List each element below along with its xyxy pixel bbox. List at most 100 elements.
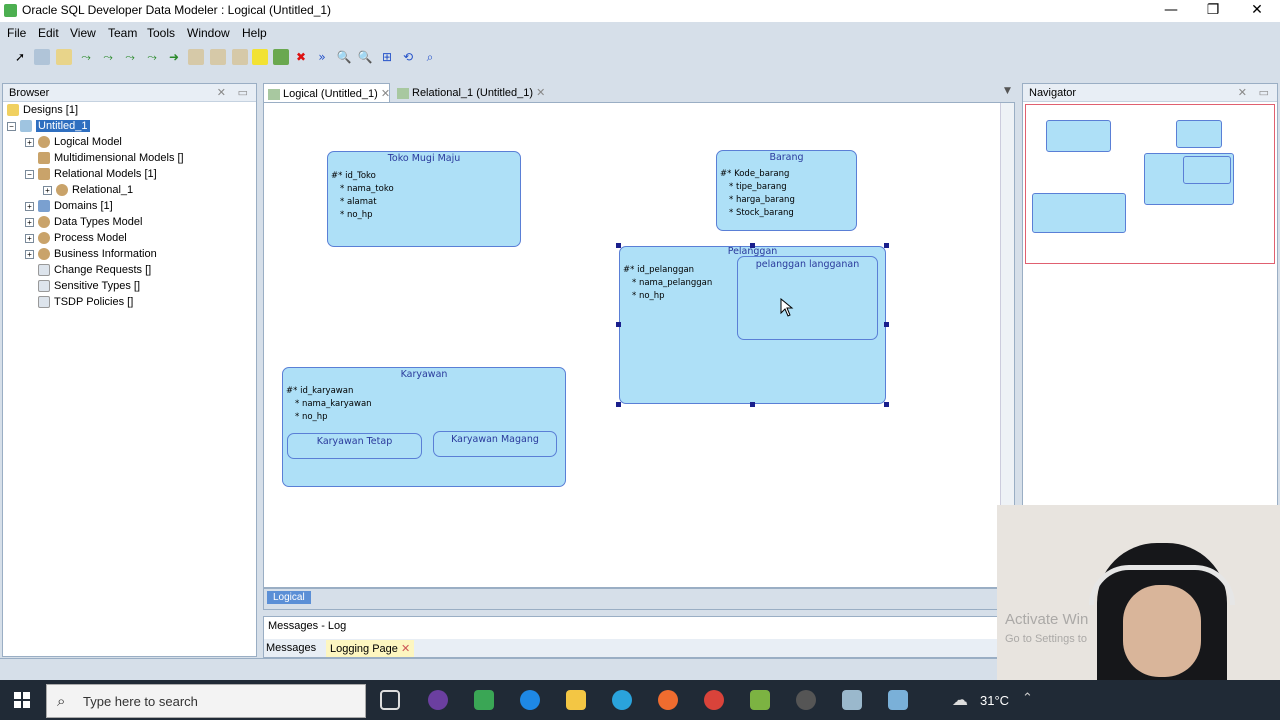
resize-handle[interactable] — [616, 243, 621, 248]
navigator-close-icon[interactable]: ✕ — [1237, 87, 1247, 99]
layout-icon[interactable]: ⟲ — [402, 50, 414, 64]
entity-pelanggan[interactable]: Pelanggan #* id_pelanggan * nama_pelangg… — [619, 246, 886, 404]
firefox-icon[interactable] — [658, 690, 678, 710]
arrow-icon[interactable]: ➜ — [168, 50, 180, 64]
tab-list-icon[interactable]: ▼ — [1004, 86, 1011, 96]
subtype-pelanggan-langganan[interactable]: pelanggan langganan — [737, 256, 878, 340]
menu-team[interactable]: Team — [108, 26, 138, 40]
menu-window[interactable]: Window — [187, 26, 230, 40]
expand-icon[interactable]: + — [25, 201, 34, 211]
app-icon — [4, 4, 17, 17]
menu-view[interactable]: View — [70, 26, 96, 40]
subtype-karyawan-tetap[interactable]: Karyawan Tetap — [287, 433, 422, 459]
tree-logical-model[interactable]: +Logical Model — [25, 136, 122, 152]
chrome-icon[interactable] — [704, 690, 724, 710]
weather-icon[interactable]: ☁ — [952, 690, 968, 709]
expand-icon[interactable]: + — [43, 185, 52, 195]
temperature: 31°C — [980, 693, 1010, 708]
relation-mn-icon[interactable]: ⤳ — [125, 50, 135, 64]
resize-handle[interactable] — [884, 322, 889, 327]
resize-handle[interactable] — [750, 243, 755, 248]
data-modeler-icon[interactable] — [842, 690, 862, 710]
android-icon[interactable] — [750, 690, 770, 710]
resize-handle[interactable] — [750, 402, 755, 407]
tree-multidimensional[interactable]: Multidimensional Models [] — [25, 152, 184, 168]
tree-untitled[interactable]: −Untitled_1 — [7, 120, 90, 136]
telegram-icon[interactable] — [612, 690, 632, 710]
fit-screen-icon[interactable]: ⊞ — [381, 50, 393, 64]
comment-icon[interactable] — [252, 49, 268, 65]
edge-icon[interactable] — [520, 690, 540, 710]
tree-tsdp-policies[interactable]: TSDP Policies [] — [25, 296, 133, 312]
relation-1n-icon[interactable]: ⤳ — [81, 50, 91, 64]
tab-close-icon[interactable]: ✕ — [536, 87, 546, 99]
tree-designs[interactable]: Designs [1] — [7, 104, 78, 120]
browser-minimize-icon[interactable]: ▭ — [237, 87, 248, 99]
tree-domains[interactable]: +Domains [1] — [25, 200, 113, 216]
zoom-out-icon[interactable]: 🔍 — [357, 50, 373, 64]
new-view-icon[interactable] — [56, 49, 72, 65]
taskbar-search[interactable]: ⌕ Type here to search — [46, 684, 366, 718]
expand-icon[interactable]: + — [25, 137, 34, 147]
tree-process-model[interactable]: +Process Model — [25, 232, 127, 248]
close-button[interactable]: ✕ — [1251, 2, 1263, 18]
app-icon[interactable] — [474, 690, 494, 710]
engineer-icon[interactable]: » — [318, 50, 326, 64]
thumb-entity — [1046, 120, 1111, 152]
resize-handle[interactable] — [616, 322, 621, 327]
collapse-icon[interactable]: − — [7, 121, 16, 131]
menu-file[interactable]: File — [7, 26, 27, 40]
menu-edit[interactable]: Edit — [38, 26, 59, 40]
app-icon[interactable] — [888, 690, 908, 710]
delete-icon[interactable]: ✖ — [295, 50, 307, 64]
entity-toko[interactable]: Toko Mugi Maju #* id_Toko * nama_toko * … — [327, 151, 521, 247]
github-icon[interactable] — [428, 690, 448, 710]
tree-change-requests[interactable]: Change Requests [] — [25, 264, 151, 280]
tab-logical-bottom[interactable]: Logical — [267, 591, 311, 604]
arc-icon[interactable] — [210, 49, 226, 65]
task-view-icon[interactable] — [380, 690, 400, 710]
expand-icon[interactable]: + — [25, 233, 34, 243]
tree-business-info[interactable]: +Business Information — [25, 248, 157, 264]
tree-relational-models[interactable]: −Relational Models [1] — [25, 168, 157, 184]
tab-close-icon[interactable]: ✕ — [380, 88, 391, 100]
subtype-karyawan-magang[interactable]: Karyawan Magang — [433, 431, 557, 457]
navigator-viewport[interactable] — [1025, 104, 1275, 264]
windows-start-icon[interactable] — [14, 692, 30, 708]
tab-logical[interactable]: Logical (Untitled_1) ✕ — [263, 83, 390, 103]
find-icon[interactable]: ⌕ — [426, 50, 434, 64]
tree-data-types[interactable]: +Data Types Model — [25, 216, 142, 232]
tab-logging-page[interactable]: Logging Page ✕ — [326, 640, 415, 657]
entity-karyawan[interactable]: Karyawan #* id_karyawan * nama_karyawan … — [282, 367, 566, 487]
browser-header: Browser ✕ ▭ — [3, 84, 256, 102]
relation-11-icon[interactable]: ⤳ — [103, 50, 113, 64]
supertype-icon[interactable] — [188, 49, 204, 65]
vertical-scrollbar[interactable] — [1000, 103, 1014, 587]
restore-button[interactable]: ❐ — [1206, 2, 1220, 18]
menu-help[interactable]: Help — [242, 26, 267, 40]
obs-icon[interactable] — [796, 690, 816, 710]
note-icon[interactable] — [232, 49, 248, 65]
resize-handle[interactable] — [884, 402, 889, 407]
relation-identifying-icon[interactable]: ⤳ — [147, 50, 157, 64]
tree-sensitive-types[interactable]: Sensitive Types [] — [25, 280, 140, 296]
entity-barang[interactable]: Barang #* Kode_barang * tipe_barang * ha… — [716, 150, 857, 231]
file-explorer-icon[interactable] — [566, 690, 586, 710]
resize-handle[interactable] — [616, 402, 621, 407]
menu-tools[interactable]: Tools — [147, 26, 176, 40]
browser-close-icon[interactable]: ✕ — [216, 87, 226, 99]
tab-messages[interactable]: Messages — [266, 642, 317, 654]
minimize-button[interactable]: — — [1164, 2, 1178, 18]
resize-handle[interactable] — [884, 243, 889, 248]
tree-relational-1[interactable]: +Relational_1 — [43, 184, 133, 200]
new-entity-icon[interactable] — [34, 49, 50, 65]
navigator-minimize-icon[interactable]: ▭ — [1258, 87, 1269, 99]
collapse-icon[interactable]: − — [25, 169, 34, 179]
expand-icon[interactable]: + — [25, 217, 34, 227]
expand-icon[interactable]: + — [25, 249, 34, 259]
tray-chevron-icon[interactable]: ⌃ — [1022, 691, 1033, 706]
picture-icon[interactable] — [273, 49, 289, 65]
zoom-in-icon[interactable]: 🔍 — [336, 50, 352, 64]
tab-relational[interactable]: Relational_1 (Untitled_1) ✕ — [393, 83, 546, 103]
select-pointer-icon[interactable]: ➚ — [14, 50, 26, 64]
